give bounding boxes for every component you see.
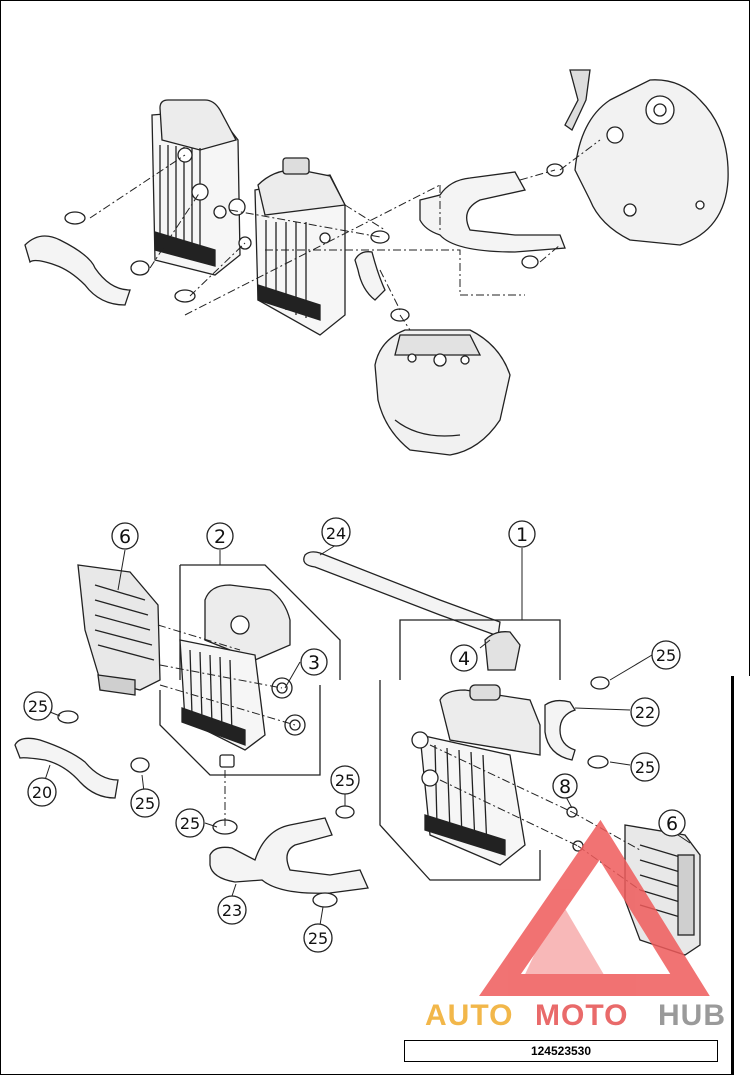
svg-text:6: 6 [666, 813, 678, 835]
svg-text:23: 23 [222, 901, 242, 920]
callout-6-left: 6 [111, 522, 139, 550]
overflow-tube-illustration [303, 551, 501, 637]
watermark-auto: AUTO [425, 999, 513, 1032]
hose-20-illustration [14, 737, 119, 799]
callout-25-center: 25 [330, 765, 360, 795]
callout-3: 3 [300, 648, 328, 676]
callout-25-left: 25 [23, 691, 53, 721]
svg-text:3: 3 [308, 652, 320, 674]
bottom-assembly [14, 551, 701, 956]
svg-text:25: 25 [308, 929, 328, 948]
callout-25-top-right: 25 [651, 640, 681, 670]
radiator-1-box [379, 619, 561, 881]
hose-22-illustration [544, 699, 576, 761]
callout-25-right: 25 [630, 752, 660, 782]
svg-text:8: 8 [559, 776, 571, 798]
bottom-panel-frame [0, 676, 734, 1075]
callout-23: 23 [217, 895, 247, 925]
callout-2: 2 [206, 522, 234, 550]
callout-1: 1 [508, 520, 536, 548]
cylinder-head-illustration [374, 329, 511, 456]
svg-text:24: 24 [326, 524, 346, 543]
svg-text:25: 25 [135, 794, 155, 813]
svg-text:25: 25 [635, 758, 655, 777]
callout-25-lower-left: 25 [175, 808, 205, 838]
top-panel-frame [0, 0, 750, 676]
svg-text:25: 25 [656, 646, 676, 665]
top-routing-lines [89, 139, 601, 331]
svg-text:25: 25 [28, 697, 48, 716]
lower-left-hose-illustration [24, 235, 131, 306]
radiator-2-box [159, 564, 341, 776]
svg-text:1: 1 [516, 524, 528, 546]
callout-8: 8 [552, 773, 578, 799]
right-radiator-illustration [228, 157, 347, 336]
radiator-1-illustration [411, 631, 541, 866]
left-shroud-illustration [77, 564, 161, 696]
callouts: 6 2 24 1 3 4 25 22 25 8 6 25 20 25 25 25… [23, 517, 686, 953]
svg-text:4: 4 [458, 648, 470, 670]
callout-6-right: 6 [658, 809, 686, 837]
upper-right-hose-illustration [419, 171, 566, 253]
middle-hose-illustration [354, 251, 386, 301]
hose-23-illustration [209, 817, 369, 894]
svg-text:25: 25 [335, 771, 355, 790]
callout-24: 24 [321, 517, 351, 547]
callout-4: 4 [450, 644, 478, 672]
watermark-moto: MOTO [535, 999, 628, 1032]
callout-22: 22 [630, 697, 660, 727]
watermark-text: AUTO MOTO HUB [425, 999, 726, 1032]
radiator-2-illustration [179, 584, 306, 768]
top-clamps [64, 163, 564, 322]
watermark-hub: HUB [658, 999, 726, 1032]
left-radiator-illustration [151, 99, 241, 276]
svg-text:20: 20 [32, 783, 52, 802]
svg-text:25: 25 [180, 814, 200, 833]
part-number-label: 124523530 [404, 1040, 718, 1062]
engine-casing-illustration [564, 69, 729, 246]
svg-text:2: 2 [214, 526, 226, 548]
watermark-logo [479, 819, 710, 996]
svg-text:22: 22 [635, 703, 655, 722]
svg-text:6: 6 [119, 526, 131, 548]
callout-20: 20 [27, 777, 57, 807]
callout-25-bottom: 25 [303, 923, 333, 953]
top-assembly [24, 69, 729, 456]
callout-25-mid-left: 25 [130, 788, 160, 818]
